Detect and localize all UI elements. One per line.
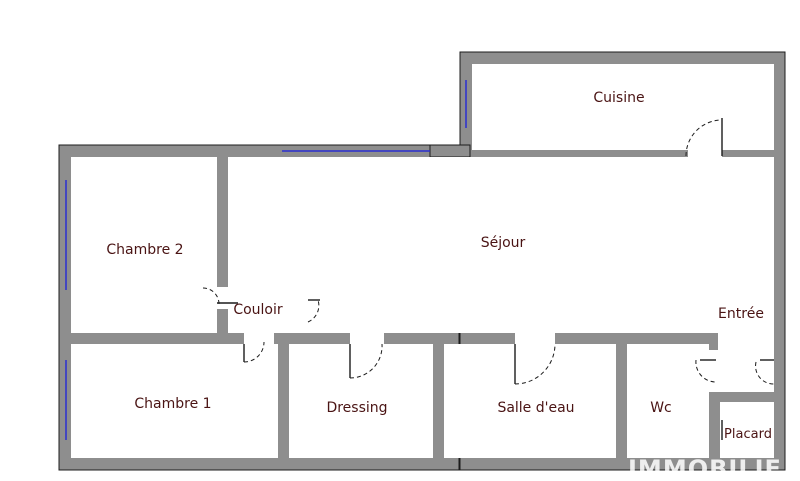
living-room-extension bbox=[320, 300, 774, 333]
room-label-entree: Entrée bbox=[718, 306, 764, 322]
dressing-floor bbox=[289, 344, 433, 458]
entry-floor bbox=[718, 157, 774, 357]
room-label-placard: Placard bbox=[724, 427, 772, 442]
bedroom-1-floor bbox=[71, 344, 278, 458]
hallway-floor bbox=[228, 278, 312, 333]
windows bbox=[65, 80, 467, 440]
room-label-sejour: Séjour bbox=[481, 235, 526, 251]
watermark-text: IMMOBILIE bbox=[628, 455, 782, 481]
room-label-couloir: Couloir bbox=[233, 302, 283, 318]
room-label-chambre-2: Chambre 2 bbox=[106, 242, 183, 258]
door-openings bbox=[214, 150, 774, 380]
room-label-dressing: Dressing bbox=[326, 400, 387, 416]
doors bbox=[202, 118, 775, 440]
room-label-chambre-1: Chambre 1 bbox=[134, 396, 211, 412]
wc-floor bbox=[627, 344, 709, 458]
room-label-wc: Wc bbox=[650, 400, 672, 416]
bedroom-2-floor bbox=[71, 157, 217, 333]
room-label-salle-deau: Salle d'eau bbox=[497, 400, 574, 416]
bathroom-floor bbox=[444, 344, 616, 458]
room-label-cuisine: Cuisine bbox=[593, 90, 644, 106]
kitchen-floor bbox=[472, 64, 774, 150]
room-floors bbox=[71, 64, 774, 458]
closet-floor bbox=[720, 402, 774, 458]
